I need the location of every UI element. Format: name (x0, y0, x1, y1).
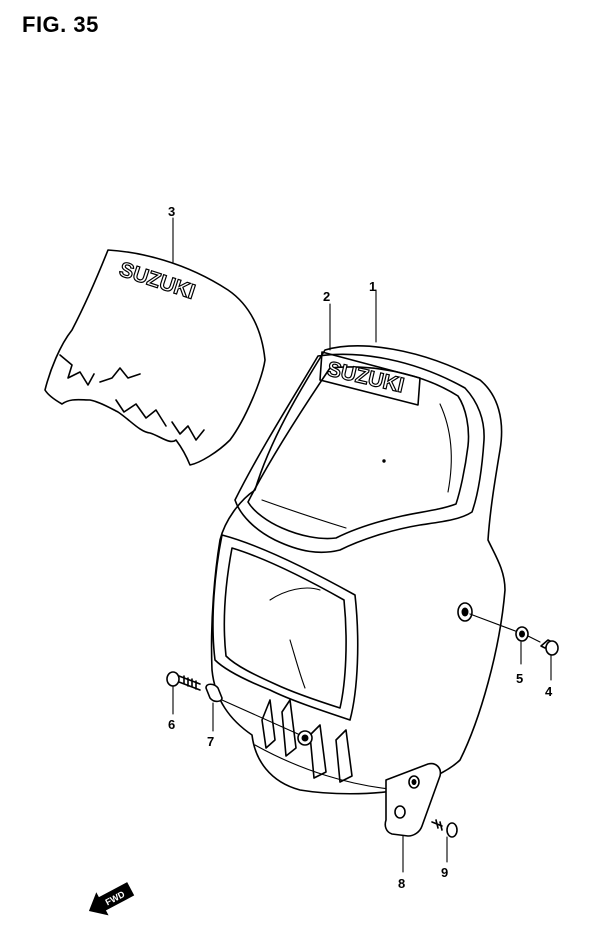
screw-part-4 (527, 635, 559, 656)
callout-9: 9 (441, 865, 448, 880)
callout-1: 1 (369, 279, 376, 294)
bolt-part-6 (166, 671, 201, 691)
callout-7: 7 (207, 734, 214, 749)
callout-3: 3 (168, 204, 175, 219)
forward-arrow-icon: FWD (88, 882, 135, 916)
collar-part-7 (205, 683, 299, 735)
callout-6: 6 (168, 717, 175, 732)
bracket-part-8 (384, 762, 442, 837)
headlight-cowl-part-1: SUZUKI (210, 345, 506, 795)
grommet-part-5 (469, 613, 529, 642)
callout-numbers: 3 2 1 5 4 6 7 8 9 (168, 204, 553, 891)
callout-2: 2 (323, 289, 330, 304)
leader-lines (172, 217, 552, 873)
callout-8: 8 (398, 876, 405, 891)
callout-5: 5 (516, 671, 523, 686)
screw-part-9 (431, 819, 458, 838)
figure-title: FIG. 35 (22, 12, 99, 37)
callout-4: 4 (545, 684, 553, 699)
decal-part-3: SUZUKI (44, 249, 266, 466)
